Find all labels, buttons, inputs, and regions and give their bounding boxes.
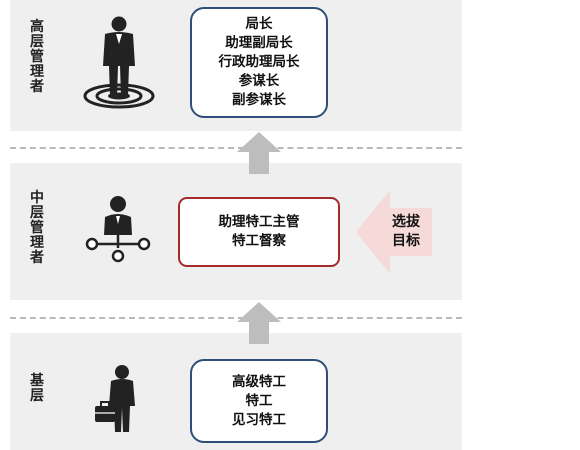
role-item: 特工督察 xyxy=(232,233,286,249)
role-item: 高级特工 xyxy=(232,373,286,390)
middle-roles-box: 助理特工主管 特工督察 xyxy=(178,197,340,267)
level-label-middle: 中层管理者 xyxy=(30,190,44,266)
up-arrow-icon xyxy=(237,132,281,174)
role-item: 行政助理局长 xyxy=(218,54,300,70)
dashed-divider-top xyxy=(10,147,462,149)
role-item: 助理特工主管 xyxy=(218,214,300,230)
bottom-roles-box: 高级特工 特工 见习特工 xyxy=(190,359,328,443)
top-roles-box: 局长 助理副局长 行政助理局长 参谋长 副参谋长 xyxy=(190,7,328,118)
manager-network-icon xyxy=(85,196,151,263)
promotion-label-line: 选拔 xyxy=(392,214,420,230)
role-item: 助理副局长 xyxy=(225,35,293,51)
role-item: 局长 xyxy=(245,16,273,32)
worker-with-briefcase-icon xyxy=(95,365,135,432)
promotion-label-line: 目标 xyxy=(392,233,420,249)
left-arrow-icon xyxy=(356,190,432,274)
role-item: 见习特工 xyxy=(232,411,286,428)
dashed-divider-bottom xyxy=(10,317,462,319)
role-item: 副参谋长 xyxy=(232,92,286,108)
level-label-top: 高层管理者 xyxy=(30,19,44,95)
executive-figure-on-target-icon xyxy=(83,16,155,109)
role-item: 参谋长 xyxy=(238,73,280,89)
promotion-target-label: 选拔 目标 xyxy=(386,213,426,251)
role-item: 特工 xyxy=(245,392,273,409)
level-label-bottom: 基层 xyxy=(30,373,44,404)
up-arrow-icon xyxy=(237,302,281,344)
